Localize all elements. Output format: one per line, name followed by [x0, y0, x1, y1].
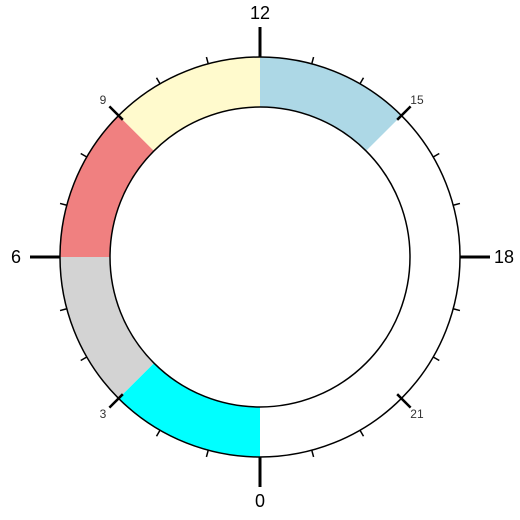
tick-hour-4 — [80, 356, 88, 362]
segment-12-15 — [260, 57, 402, 151]
labels-group: 0 3 6 9 12 15 18 21 — [11, 3, 514, 511]
tick-hour-20 — [432, 356, 440, 362]
segments-group — [59, 57, 402, 457]
hour-label-21: 21 — [410, 407, 424, 421]
tick-hour-19 — [452, 308, 461, 312]
segment-0-3 — [118, 363, 260, 457]
hour-label-18: 18 — [494, 247, 514, 267]
segment-9-12 — [118, 57, 260, 151]
hour-label-0: 0 — [255, 491, 265, 511]
hour-label-9: 9 — [100, 93, 107, 107]
tick-hour-7 — [59, 202, 68, 206]
tick-hour-10 — [155, 77, 161, 85]
hour-label-6: 6 — [11, 247, 21, 267]
tick-hour-1 — [205, 449, 209, 458]
tick-hour-16 — [432, 152, 440, 158]
tick-hour-22 — [359, 429, 365, 437]
tick-hour-15 — [396, 105, 412, 121]
tick-hour-23 — [311, 449, 315, 458]
segment-6-9 — [60, 115, 154, 257]
tick-hour-11 — [205, 56, 209, 65]
ticks-group — [30, 27, 490, 487]
tick-hour-9 — [108, 105, 124, 121]
hour-label-15: 15 — [410, 93, 424, 107]
hour-label-12: 12 — [250, 3, 270, 23]
tick-hour-14 — [359, 77, 365, 85]
tick-hour-8 — [80, 152, 88, 158]
tick-hour-13 — [311, 56, 315, 65]
tick-hour-21 — [396, 393, 412, 409]
hour-label-3: 3 — [100, 407, 107, 421]
tick-hour-2 — [155, 429, 161, 437]
segment-3-6 — [59, 257, 154, 399]
tick-hour-17 — [452, 202, 461, 206]
tick-hour-5 — [59, 308, 68, 312]
tick-hour-3 — [108, 393, 124, 409]
inner-circle — [109, 106, 411, 408]
